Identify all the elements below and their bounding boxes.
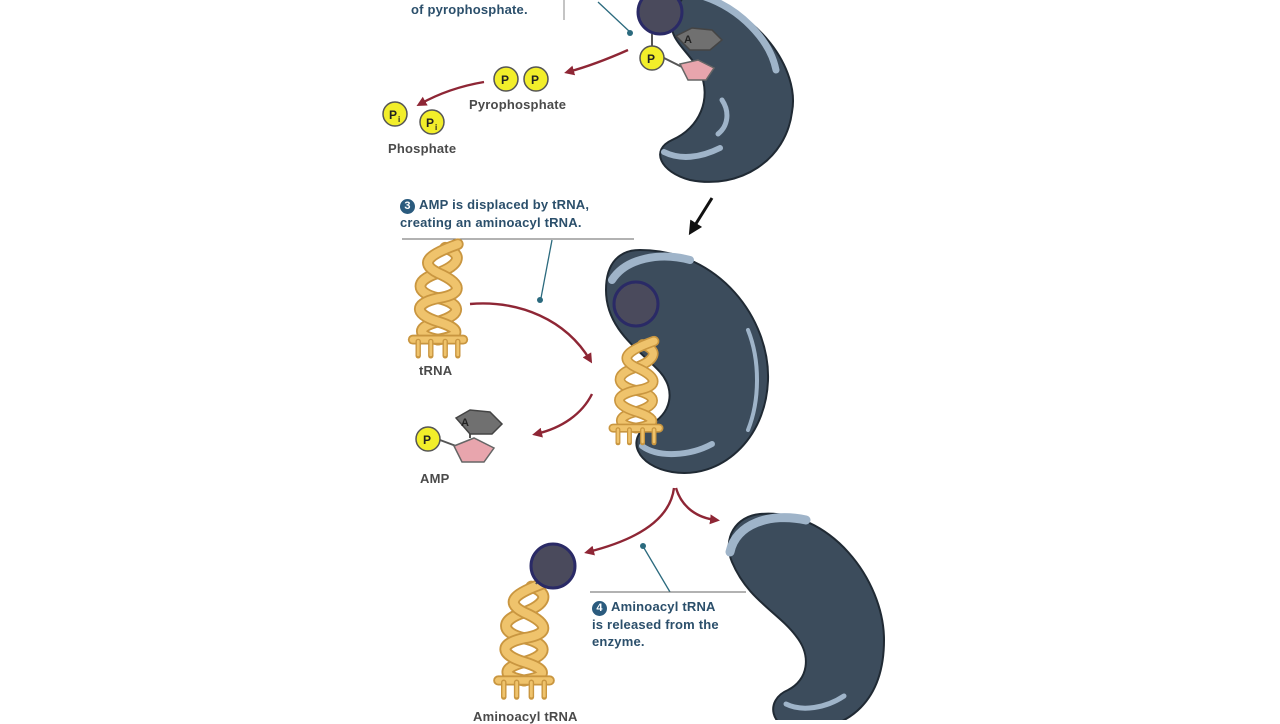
step4-number-badge: 4 [592,601,607,616]
phosphate-symbol-top: P [647,52,655,66]
svg-text:P: P [426,116,434,130]
amp-molecule: A P [415,409,504,463]
pointer-line-step3 [540,239,553,299]
amino-acid-middle [612,280,660,328]
step2-caption-tail: of pyrophosphate. [411,2,528,17]
arrow-amp-release [532,393,594,438]
adenine-label-amp: A [461,417,469,429]
step3-line1: AMP is displaced by tRNA, [419,197,590,212]
pointer-dot-step4 [640,543,646,549]
arrow-trna-to-enzyme [469,302,593,364]
arrow-split-left [584,487,676,556]
aminoacyl-trna-label: Aminoacyl tRNA [473,709,578,724]
step-arrow [688,197,714,236]
amp-attached-top: A P [639,27,724,81]
trna-free [413,244,463,356]
svg-text:i: i [398,115,400,124]
svg-text:i: i [435,123,437,132]
pointer-dot-step3 [537,297,543,303]
svg-text:P: P [501,73,509,87]
step3-line2: creating an aminoacyl tRNA. [400,215,582,230]
arrow-phosphate [416,80,485,106]
svg-text:P: P [389,108,397,122]
arrow-split-right [674,487,720,525]
phosphate-molecules: P i P i [382,101,445,135]
amino-acid-top [636,0,684,36]
amp-label: AMP [420,471,450,486]
step4-line1: Aminoacyl tRNA [611,599,716,614]
step3-caption: 3 AMP is displaced by tRNA, creating an a… [400,196,589,231]
pyrophosphate-molecule: P P [493,66,549,92]
svg-text:P: P [531,73,539,87]
step4-line3: enzyme. [592,634,645,649]
step3-number-badge: 3 [400,199,415,214]
pointer-line-step4 [643,547,671,593]
trna-bound-middle [613,341,659,443]
pointer-dot-step2 [627,30,633,36]
amino-acid-released [529,542,577,590]
trna-label: tRNA [419,363,453,378]
step4-line2: is released from the [592,617,719,632]
svg-text:P: P [423,433,431,447]
enzyme-top [659,0,794,183]
pointer-line-step2 [597,1,631,33]
adenine-label-top: A [684,34,692,46]
arrow-pyrophosphate [564,48,629,76]
pyrophosphate-label: Pyrophosphate [469,97,567,112]
aminoacyl-trna-body [498,583,550,697]
step4-caption: 4 Aminoacyl tRNA is released from the enz… [592,598,719,650]
enzyme-bottom-free [725,512,886,720]
phosphate-label: Phosphate [388,141,457,156]
